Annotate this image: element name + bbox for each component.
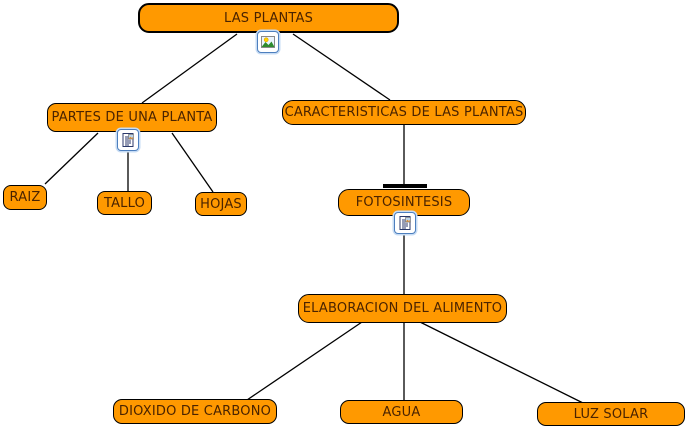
text-document-resource-icon — [120, 132, 136, 148]
concept-node-elaboracion[interactable]: ELABORACION DEL ALIMENTO — [298, 294, 507, 323]
node-label: PARTES DE UNA PLANTA — [51, 110, 213, 125]
concept-node-hojas[interactable]: HOJAS — [195, 192, 247, 216]
node-label: LUZ SOLAR — [573, 406, 649, 422]
link-elaboracion-dioxido — [246, 321, 363, 401]
node-label: AGUA — [382, 404, 421, 420]
node-label: HOJAS — [200, 196, 242, 212]
link-lasplantas-partes — [141, 33, 238, 104]
node-label: TALLO — [103, 195, 146, 211]
node-label: DIOXIDO DE CARBONO — [118, 404, 272, 419]
text-document-resource-icon — [397, 215, 413, 231]
resource-button-las-plantas[interactable] — [257, 31, 279, 53]
node-label: FOTOSINTESIS — [355, 195, 453, 210]
link-partes-hojas — [171, 132, 214, 193]
node-label: RAIZ — [9, 190, 41, 205]
concept-node-fotosintesis[interactable]: FOTOSINTESIS — [338, 189, 470, 216]
concept-node-agua[interactable]: AGUA — [340, 400, 463, 424]
resource-button-fotosintesis[interactable] — [394, 212, 416, 234]
node-label: LAS PLANTAS — [223, 10, 314, 26]
node-label: ELABORACION DEL ALIMENTO — [302, 301, 503, 316]
concept-node-partes-de-una-planta[interactable]: PARTES DE UNA PLANTA — [47, 103, 217, 132]
concept-node-luz-solar[interactable]: LUZ SOLAR — [537, 402, 685, 426]
concept-node-tallo[interactable]: TALLO — [97, 191, 152, 215]
resource-button-partes[interactable] — [117, 129, 139, 151]
link-elaboracion-luzsolar — [419, 321, 584, 404]
node-label: CARACTERISTICAS DE LAS PLANTAS — [284, 105, 524, 120]
concept-node-raiz[interactable]: RAIZ — [3, 185, 47, 210]
link-lasplantas-caracteristicas — [292, 33, 391, 101]
concept-node-caracteristicas[interactable]: CARACTERISTICAS DE LAS PLANTAS — [282, 100, 526, 125]
link-endpoint-bar — [383, 184, 427, 188]
concept-node-las-plantas[interactable]: LAS PLANTAS — [138, 3, 399, 33]
image-resource-icon — [260, 34, 276, 50]
link-partes-raiz — [44, 132, 99, 185]
concept-node-dioxido-de-carbono[interactable]: DIOXIDO DE CARBONO — [113, 399, 277, 424]
